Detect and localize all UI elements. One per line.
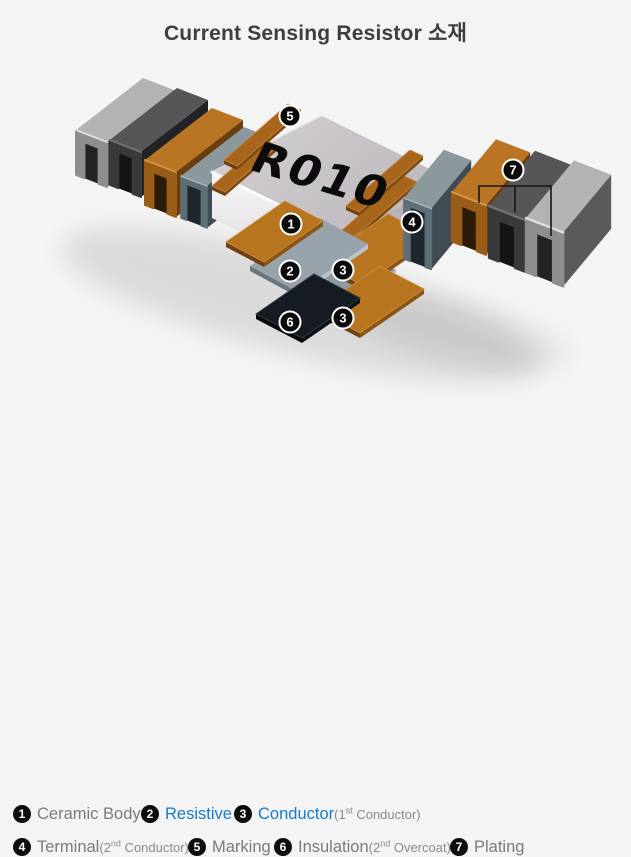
svg-text:1: 1 [287, 217, 294, 232]
badge-plating: 7 [501, 158, 525, 182]
legend: 1 Ceramic Body 2 Resistive 3 Conductor(1… [0, 396, 631, 856]
page: { "title": "Current Sensing Resistor 소재"… [0, 22, 631, 856]
diagram-badges: 5 1 4 2 3 6 3 7 [278, 104, 525, 334]
svg-text:5: 5 [286, 109, 293, 124]
badge-resistive: 2 [278, 259, 302, 283]
badge-ceramic-body: 1 [279, 212, 303, 236]
legend-label-conductor: Conductor [258, 804, 335, 823]
terminal-strips [211, 103, 424, 242]
legend-badge-6: 6 [274, 838, 292, 856]
legend-label-insulation: Insulation [298, 837, 369, 856]
exploded-resistor-diagram: R010 [61, 78, 612, 382]
svg-text:7: 7 [509, 163, 516, 178]
legend-badge-1: 1 [13, 805, 31, 823]
badge-marking: 5 [278, 104, 302, 128]
terminal-strip-right-floating [345, 149, 424, 216]
legend-item-conductor: 3 Conductor(1st Conductor) [234, 804, 421, 824]
legend-item-ceramic-body: 1 Ceramic Body [13, 804, 141, 824]
legend-item-terminal: 4 Terminal(2nd Conductor) [13, 837, 189, 857]
badge-conductor-upper: 3 [331, 258, 355, 282]
legend-item-insulation: 6 Insulation(2nd Overcoat) [274, 837, 451, 857]
legend-badge-7: 7 [450, 838, 468, 856]
legend-badge-5: 5 [188, 838, 206, 856]
svg-text:6: 6 [286, 315, 293, 330]
legend-paren-insulation: (2nd Overcoat) [368, 838, 451, 855]
legend-badge-4: 4 [13, 838, 31, 856]
legend-label-plating: Plating [474, 837, 525, 856]
page-title: Current Sensing Resistor 소재 [163, 22, 468, 45]
legend-badge-2: 2 [141, 805, 159, 823]
badge-insulation: 6 [278, 310, 302, 334]
svg-text:2: 2 [286, 264, 293, 279]
svg-text:4: 4 [408, 215, 416, 230]
legend-paren-terminal: (2nd Conductor) [99, 838, 189, 855]
legend-item-marking: 5 Marking [188, 837, 271, 857]
legend-badge-3: 3 [234, 805, 252, 823]
legend-label-ceramic-body: Ceramic Body [37, 804, 141, 823]
badge-conductor-lower: 3 [331, 306, 355, 330]
svg-text:3: 3 [339, 263, 346, 278]
legend-paren-conductor: (1st Conductor) [334, 805, 421, 822]
badge-terminal: 4 [400, 210, 424, 234]
svg-text:3: 3 [339, 311, 346, 326]
legend-label-terminal: Terminal [37, 837, 100, 856]
legend-label-resistive: Resistive [165, 804, 232, 823]
legend-item-plating: 7 Plating [450, 837, 524, 857]
legend-label-marking: Marking [212, 837, 271, 856]
legend-item-resistive: 2 Resistive [141, 804, 232, 824]
plating-callout-line [478, 185, 552, 236]
